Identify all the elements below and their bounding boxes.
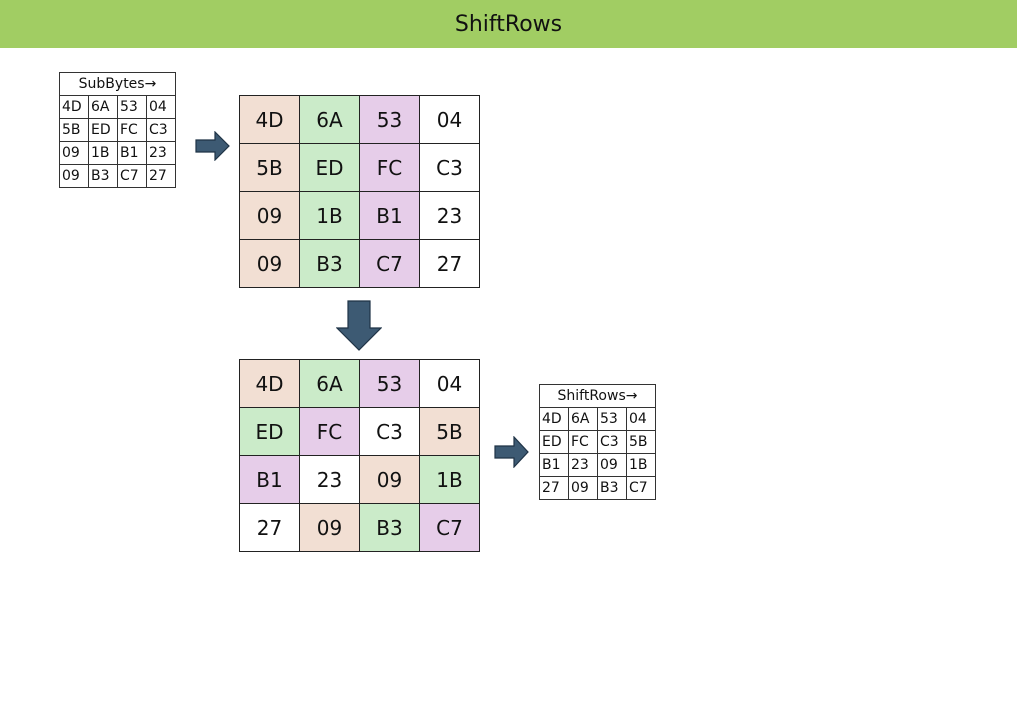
state-cell: C3: [420, 144, 480, 192]
shiftrows-table-header: ShiftRows→: [539, 384, 656, 408]
state-cell: 6A: [300, 360, 360, 408]
state-cell: 04: [420, 96, 480, 144]
state-cell: ED: [240, 408, 300, 456]
title-bar: ShiftRows: [0, 0, 1017, 48]
state-cell: 6A: [300, 96, 360, 144]
state-cell: FC: [300, 408, 360, 456]
state-cell: 23: [420, 192, 480, 240]
table-cell: 27: [539, 476, 569, 500]
state-cell: B1: [240, 456, 300, 504]
state-cell: 53: [360, 96, 420, 144]
table-cell: 53: [117, 95, 147, 119]
table-cell: 09: [597, 453, 627, 477]
state-cell: 09: [240, 192, 300, 240]
table-cell: ED: [539, 430, 569, 454]
table-cell: 09: [59, 164, 89, 188]
table-cell: 04: [146, 95, 176, 119]
table-cell: C3: [597, 430, 627, 454]
state-cell: 4D: [240, 96, 300, 144]
table-cell: 23: [146, 141, 176, 165]
table-cell: B3: [597, 476, 627, 500]
state-cell: 09: [300, 504, 360, 552]
state-cell: 53: [360, 360, 420, 408]
table-cell: B1: [539, 453, 569, 477]
state-cell: B3: [360, 504, 420, 552]
subbytes-table-header: SubBytes→: [59, 72, 176, 96]
state-cell: FC: [360, 144, 420, 192]
table-cell: 1B: [626, 453, 656, 477]
table-cell: 4D: [539, 407, 569, 431]
state-cell: 4D: [240, 360, 300, 408]
page-title: ShiftRows: [454, 11, 563, 37]
table-cell: B1: [117, 141, 147, 165]
state-cell: 1B: [420, 456, 480, 504]
table-cell: 09: [59, 141, 89, 165]
state-cell: 09: [360, 456, 420, 504]
table-cell: 4D: [59, 95, 89, 119]
table-cell: 6A: [88, 95, 118, 119]
state-cell: B3: [300, 240, 360, 288]
table-cell: FC: [568, 430, 598, 454]
table-cell: 5B: [59, 118, 89, 142]
table-cell: FC: [117, 118, 147, 142]
table-cell: B3: [88, 164, 118, 188]
table-cell: 23: [568, 453, 598, 477]
table-cell: 09: [568, 476, 598, 500]
state-cell: 27: [420, 240, 480, 288]
table-cell: 53: [597, 407, 627, 431]
state-cell: C7: [360, 240, 420, 288]
table-cell: 5B: [626, 430, 656, 454]
table-cell: 04: [626, 407, 656, 431]
state-cell: 5B: [240, 144, 300, 192]
state-cell: C7: [420, 504, 480, 552]
state-cell: ED: [300, 144, 360, 192]
arrow-right-icon: [195, 131, 230, 161]
state-cell: 23: [300, 456, 360, 504]
state-cell: 1B: [300, 192, 360, 240]
state-cell: B1: [360, 192, 420, 240]
state-cell: 27: [240, 504, 300, 552]
table-cell: 27: [146, 164, 176, 188]
table-cell: C7: [626, 476, 656, 500]
table-cell: 6A: [568, 407, 598, 431]
state-cell: 5B: [420, 408, 480, 456]
table-cell: C3: [146, 118, 176, 142]
arrow-down-icon: [336, 300, 382, 351]
state-cell: 04: [420, 360, 480, 408]
table-cell: ED: [88, 118, 118, 142]
state-cell: C3: [360, 408, 420, 456]
state-cell: 09: [240, 240, 300, 288]
table-cell: C7: [117, 164, 147, 188]
arrow-right-icon: [494, 436, 529, 468]
table-cell: 1B: [88, 141, 118, 165]
